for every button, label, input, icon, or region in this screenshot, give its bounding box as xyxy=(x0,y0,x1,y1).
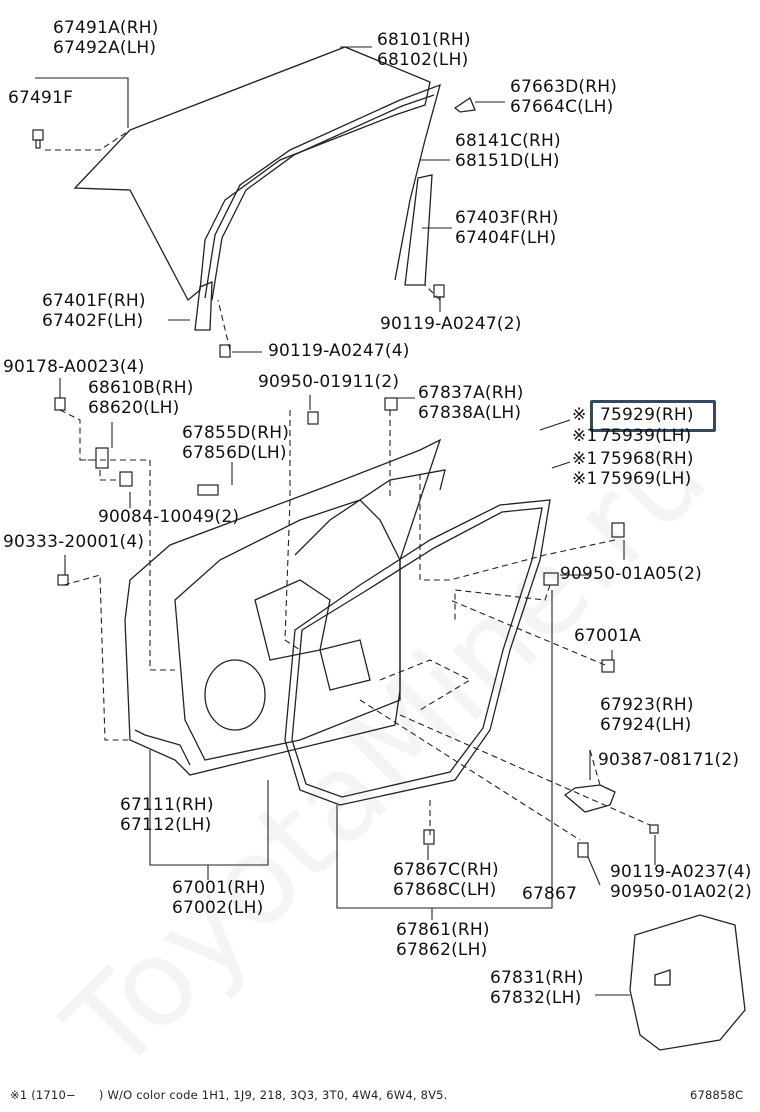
footnote: ※1 (1710− ) W/O color code 1H1, 1J9, 218… xyxy=(10,1088,448,1102)
label-67867: 67867 xyxy=(522,884,578,904)
label-67832: 67832(LH) xyxy=(490,988,582,1008)
label-67664C: 67664C(LH) xyxy=(510,97,614,117)
label-90333: 90333-20001(4) xyxy=(3,532,145,552)
label-67855D: 67855D(RH) xyxy=(182,423,290,443)
label-75969: 75969(LH) xyxy=(600,469,692,489)
label-68151D: 68151D(LH) xyxy=(455,151,560,171)
highlight-box xyxy=(590,400,716,432)
belt-moulding xyxy=(453,97,476,113)
label-67867C: 67867C(RH) xyxy=(393,860,499,880)
label-67838A: 67838A(LH) xyxy=(418,403,522,423)
ref-mark-4: ※1 xyxy=(572,469,598,489)
label-75929[interactable]: 75929(RH) xyxy=(600,405,694,425)
label-68101: 68101(RH) xyxy=(377,30,471,50)
label-67403F: 67403F(RH) xyxy=(455,208,559,228)
label-67862: 67862(LH) xyxy=(396,940,488,960)
label-67861: 67861(RH) xyxy=(396,920,490,940)
label-75939: 75939(LH) xyxy=(600,426,692,446)
label-90950-01A05: 90950-01A05(2) xyxy=(560,564,702,584)
label-67492A: 67492A(LH) xyxy=(53,38,157,58)
label-67001: 67001(RH) xyxy=(172,878,266,898)
label-67401F: 67401F(RH) xyxy=(42,291,146,311)
label-67831: 67831(RH) xyxy=(490,968,584,988)
label-67404F: 67404F(LH) xyxy=(455,228,557,248)
label-67856D: 67856D(LH) xyxy=(182,443,287,463)
label-67491F: 67491F xyxy=(8,88,74,108)
mirror-cover xyxy=(563,784,616,813)
ref-mark-1: ※ xyxy=(572,405,587,425)
door-shell xyxy=(124,438,442,776)
label-90119-A0237: 90119-A0237(4) xyxy=(610,862,752,882)
diagram-code: 678858C xyxy=(690,1088,744,1102)
label-67111: 67111(RH) xyxy=(120,795,214,815)
label-67837A: 67837A(RH) xyxy=(418,383,524,403)
label-67663D: 67663D(RH) xyxy=(510,77,618,97)
ref-mark-2: ※1 xyxy=(572,426,598,446)
label-67491A: 67491A(RH) xyxy=(53,18,159,38)
rear-sash xyxy=(404,174,433,286)
front-sash xyxy=(194,281,213,331)
door-trim-panel xyxy=(629,914,746,1051)
label-90084: 90084-10049(2) xyxy=(98,507,240,527)
label-68610B: 68610B(RH) xyxy=(88,378,194,398)
label-67001A: 67001A xyxy=(574,626,641,646)
label-90950-01911: 90950-01911(2) xyxy=(258,372,400,392)
label-68102: 68102(LH) xyxy=(377,50,469,70)
glass-run-channel xyxy=(204,83,441,299)
label-67112: 67112(LH) xyxy=(120,815,212,835)
label-90119-A0247-2: 90119-A0247(2) xyxy=(380,314,522,334)
label-68620: 68620(LH) xyxy=(88,398,180,418)
inner-panel xyxy=(174,499,401,761)
label-67923: 67923(RH) xyxy=(600,695,694,715)
label-67924: 67924(LH) xyxy=(600,715,692,735)
label-75968: 75968(RH) xyxy=(600,449,694,469)
ref-mark-3: ※1 xyxy=(572,449,598,469)
label-90119-A0247-4: 90119-A0247(4) xyxy=(268,341,410,361)
label-68141C: 68141C(RH) xyxy=(455,131,561,151)
label-67002: 67002(LH) xyxy=(172,898,264,918)
label-67868C: 67868C(LH) xyxy=(393,880,497,900)
label-90178: 90178-A0023(4) xyxy=(3,357,145,377)
label-67402F: 67402F(LH) xyxy=(42,311,144,331)
label-90950-01A02: 90950-01A02(2) xyxy=(610,882,752,902)
label-90387: 90387-08171(2) xyxy=(598,750,740,770)
door-weatherstrip xyxy=(284,499,551,806)
